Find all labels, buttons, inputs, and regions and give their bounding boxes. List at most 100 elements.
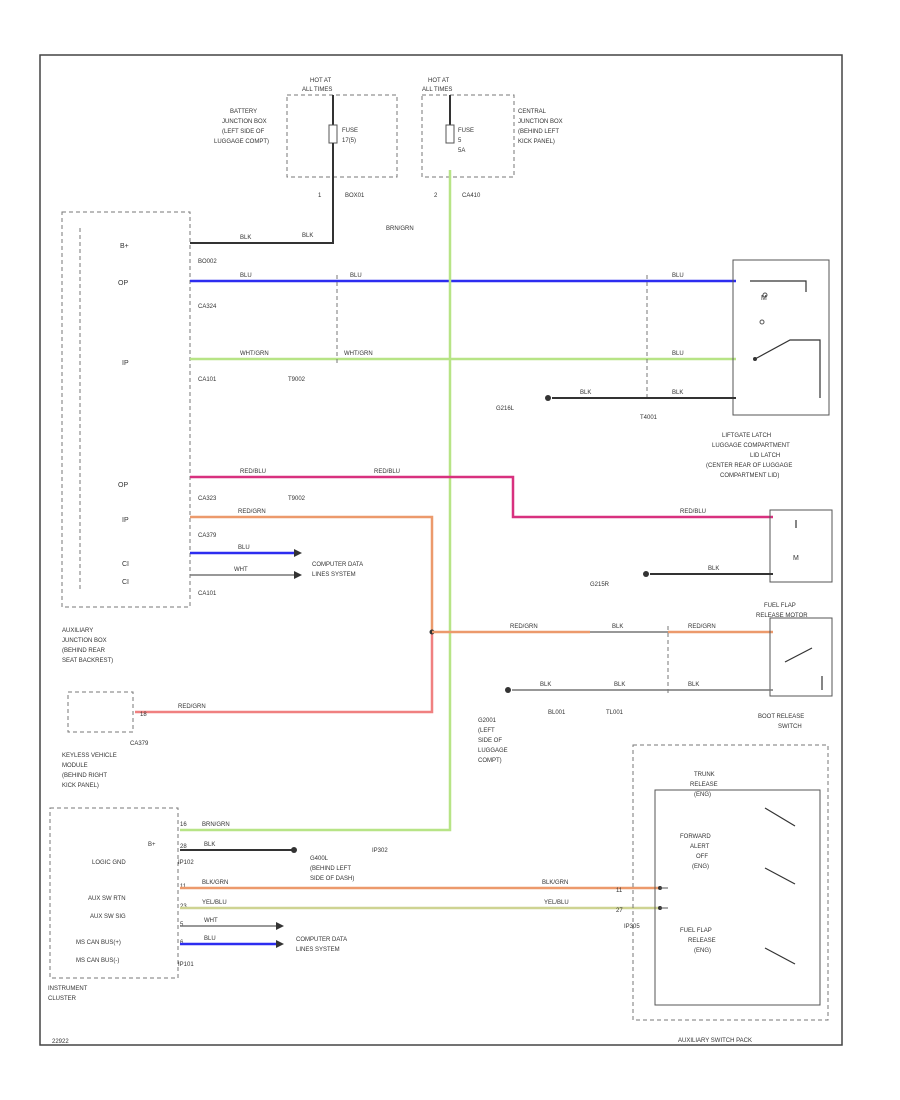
svg-text:BLK: BLK <box>540 682 551 688</box>
fuse-icon <box>445 124 455 144</box>
svg-text:18: 18 <box>140 712 147 718</box>
svg-text:ALL TIMES: ALL TIMES <box>422 87 452 93</box>
svg-text:MS CAN BUS(-): MS CAN BUS(-) <box>76 958 119 964</box>
svg-text:B+: B+ <box>120 243 129 250</box>
svg-text:CENTRAL: CENTRAL <box>518 109 547 115</box>
svg-text:CLUSTER: CLUSTER <box>48 996 77 1002</box>
wire-red-blu: RED/BLU RED/BLU RED/BLU T9002 <box>190 469 773 519</box>
svg-text:CA101: CA101 <box>198 591 217 597</box>
svg-text:BLK: BLK <box>612 624 623 630</box>
wire-brn-grn-vertical: BRN/GRN BRN/GRN IP302 <box>180 170 452 854</box>
svg-text:RELEASE: RELEASE <box>688 938 716 944</box>
svg-text:17(5): 17(5) <box>342 138 356 144</box>
aux-data-lines: BLU WHT COMPUTER DATA LINES SYSTEM <box>190 545 363 579</box>
svg-text:RED/BLU: RED/BLU <box>680 509 706 515</box>
svg-text:TL001: TL001 <box>606 710 624 716</box>
central-junction-box: HOT AT ALL TIMES CENTRAL JUNCTION BOX (B… <box>421 78 563 199</box>
instrument-cluster: B+ LOGIC GND AUX SW RTN AUX SW SIG MS CA… <box>48 807 194 1002</box>
svg-text:BLU: BLU <box>238 545 250 551</box>
svg-text:RED/BLU: RED/BLU <box>374 469 400 475</box>
auxiliary-junction-box: B+ OP IP OP IP CI CI BO002 CA324 CA101 C… <box>61 211 217 664</box>
svg-text:RED/GRN: RED/GRN <box>688 624 716 630</box>
svg-text:OP: OP <box>118 482 128 489</box>
svg-text:INSTRUMENT: INSTRUMENT <box>48 986 88 992</box>
svg-text:BL001: BL001 <box>548 710 566 716</box>
battery-junction-box: HOT AT ALL TIMES BATTERY JUNCTION BOX (L… <box>214 78 398 240</box>
svg-text:LIFTGATE LATCH: LIFTGATE LATCH <box>722 433 771 439</box>
svg-text:OP: OP <box>118 280 128 287</box>
svg-text:SEAT BACKREST): SEAT BACKREST) <box>62 658 113 664</box>
svg-text:(BEHIND LEFT: (BEHIND LEFT <box>310 866 351 872</box>
keyless-vehicle-module: 18 CA379 KEYLESS VEHICLE MODULE (BEHIND … <box>62 691 149 789</box>
svg-text:FUSE: FUSE <box>342 128 358 134</box>
svg-text:WHT/GRN: WHT/GRN <box>344 351 373 357</box>
svg-text:LUGGAGE COMPARTMENT: LUGGAGE COMPARTMENT <box>712 443 790 449</box>
svg-text:2: 2 <box>434 193 438 199</box>
svg-text:KICK PANEL): KICK PANEL) <box>62 783 99 789</box>
svg-text:LINES SYSTEM: LINES SYSTEM <box>296 947 340 953</box>
svg-text:IP: IP <box>122 360 129 367</box>
svg-text:SIDE OF DASH): SIDE OF DASH) <box>310 876 354 882</box>
svg-text:IP101: IP101 <box>178 962 194 968</box>
svg-text:JUNCTION BOX: JUNCTION BOX <box>518 119 563 125</box>
svg-text:G2001: G2001 <box>478 718 497 724</box>
svg-text:IP: IP <box>122 517 129 524</box>
svg-text:BO002: BO002 <box>198 259 217 265</box>
svg-text:BLK: BLK <box>672 390 683 396</box>
svg-text:LUGGAGE: LUGGAGE <box>478 748 508 754</box>
svg-text:(ENG): (ENG) <box>694 792 711 798</box>
svg-text:BOOT RELEASE: BOOT RELEASE <box>758 714 804 720</box>
svg-text:BLK: BLK <box>614 682 625 688</box>
svg-text:5: 5 <box>180 922 184 928</box>
svg-text:CI: CI <box>122 579 129 586</box>
svg-text:CA410: CA410 <box>462 193 481 199</box>
svg-text:KEYLESS VEHICLE: KEYLESS VEHICLE <box>62 753 117 759</box>
wire-red-grn: RED/GRN RED/GRN RED/GRN BLK RED/GRN <box>135 509 773 714</box>
svg-text:BLK: BLK <box>204 842 215 848</box>
svg-text:ALL TIMES: ALL TIMES <box>302 87 332 93</box>
svg-text:FUSE: FUSE <box>458 128 474 134</box>
svg-text:RED/GRN: RED/GRN <box>510 624 538 630</box>
svg-text:RELEASE MOTOR: RELEASE MOTOR <box>756 613 808 619</box>
svg-text:BLU: BLU <box>672 351 684 357</box>
svg-text:16: 16 <box>180 822 187 828</box>
svg-text:JUNCTION BOX: JUNCTION BOX <box>222 119 267 125</box>
svg-text:HOT AT: HOT AT <box>428 78 449 84</box>
svg-text:(LEFT SIDE OF: (LEFT SIDE OF <box>222 129 265 135</box>
svg-text:M: M <box>761 295 767 302</box>
svg-text:FORWARD: FORWARD <box>680 834 711 840</box>
svg-text:RELEASE: RELEASE <box>690 782 718 788</box>
svg-text:1: 1 <box>318 193 322 199</box>
svg-text:T9002: T9002 <box>288 377 306 383</box>
svg-text:G216L: G216L <box>496 406 515 412</box>
svg-text:CA379: CA379 <box>130 741 149 747</box>
svg-text:HOT AT: HOT AT <box>310 78 331 84</box>
diagram-frame <box>39 54 843 1046</box>
fuse-icon <box>328 124 338 144</box>
wire-blue-liftgate: BLU BLU BLU <box>190 273 736 283</box>
svg-text:MS CAN BUS(+): MS CAN BUS(+) <box>76 940 121 946</box>
svg-text:AUX SW SIG: AUX SW SIG <box>90 914 126 920</box>
svg-text:BLK: BLK <box>708 566 719 572</box>
svg-text:(LEFT: (LEFT <box>478 728 495 734</box>
svg-text:BLK: BLK <box>580 390 591 396</box>
svg-text:BLU: BLU <box>350 273 362 279</box>
svg-text:BLU: BLU <box>240 273 252 279</box>
svg-text:27: 27 <box>616 908 623 914</box>
svg-text:5: 5 <box>458 138 462 144</box>
svg-text:IP305: IP305 <box>624 924 640 930</box>
fuel-flap-motor: M BLK G215R FUEL FLAP RELEASE MOTOR <box>590 509 833 619</box>
svg-text:BOX01: BOX01 <box>345 193 365 199</box>
svg-text:BRN/GRN: BRN/GRN <box>386 226 414 232</box>
svg-text:(CENTER REAR OF LUGGAGE: (CENTER REAR OF LUGGAGE <box>706 463 792 469</box>
svg-text:WHT/GRN: WHT/GRN <box>240 351 269 357</box>
svg-text:11: 11 <box>616 888 623 894</box>
svg-text:(BEHIND LEFT: (BEHIND LEFT <box>518 129 559 135</box>
svg-text:IP102: IP102 <box>178 860 194 866</box>
svg-text:CA379: CA379 <box>198 533 217 539</box>
svg-text:28: 28 <box>180 844 187 850</box>
svg-text:AUXILIARY SWITCH PACK: AUXILIARY SWITCH PACK <box>678 1038 752 1044</box>
svg-text:CI: CI <box>122 561 129 568</box>
svg-text:BLU: BLU <box>672 273 684 279</box>
